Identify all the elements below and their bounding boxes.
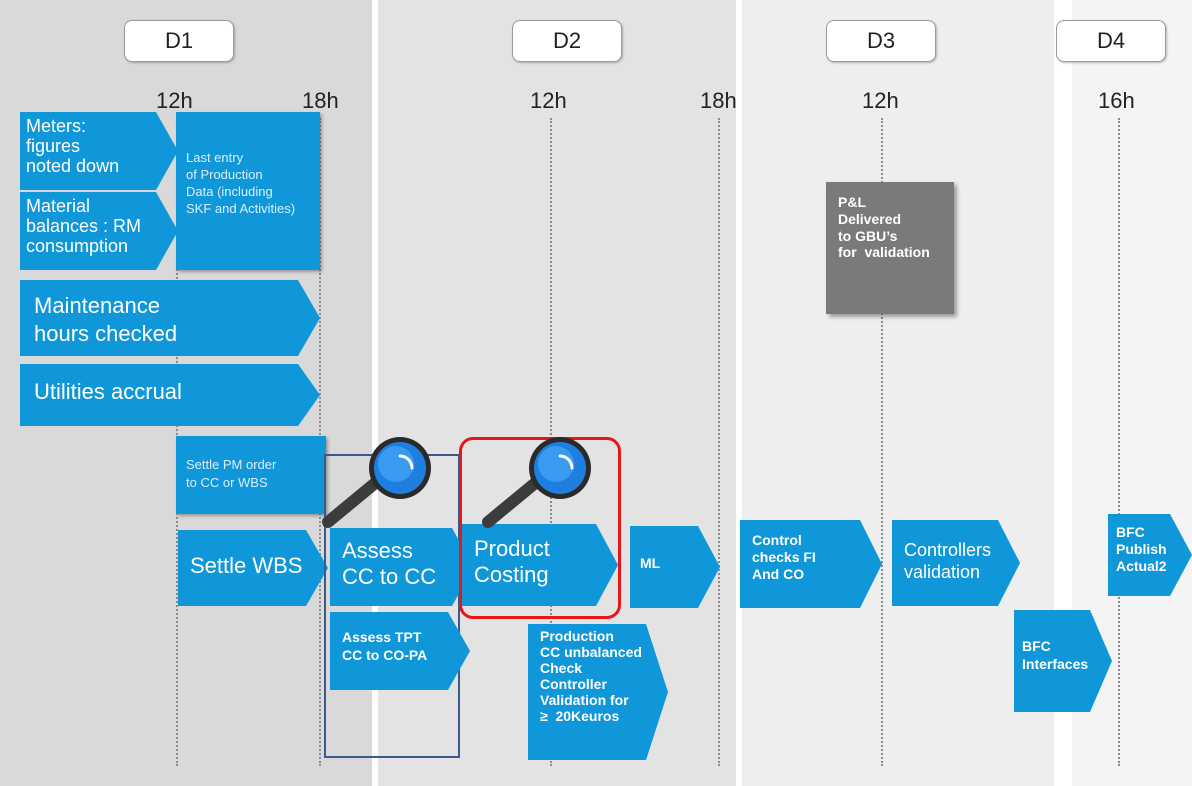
magnifier-icon bbox=[472, 436, 596, 536]
time-guide-line bbox=[718, 118, 720, 766]
day-band-d3 bbox=[742, 0, 1054, 786]
task-label: Last entry of Production Data (including… bbox=[186, 150, 296, 216]
task-label: P&L Delivered to GBU’s for validation bbox=[838, 194, 930, 261]
day-label: D2 bbox=[552, 28, 582, 53]
task-ml: ML bbox=[630, 526, 720, 608]
task-label: Meters: figures noted down bbox=[26, 116, 120, 177]
task-label: BFC Publish Actual2 bbox=[1116, 524, 1167, 574]
task-maintenance-hours: Maintenance hours checked bbox=[20, 280, 320, 356]
time-tick: 12h bbox=[156, 88, 193, 113]
task-label: Assess CC to CC bbox=[342, 538, 437, 590]
day-header-d2: D2 bbox=[512, 20, 622, 62]
task-label: Assess TPT CC to CO-PA bbox=[342, 629, 428, 664]
magnifier-icon bbox=[312, 436, 436, 536]
task-label: BFC Interfaces bbox=[1022, 638, 1089, 672]
time-tick: 18h bbox=[302, 88, 339, 113]
task-controllers-validation: Controllers validation bbox=[892, 520, 1020, 606]
task-label: Settle PM order to CC or WBS bbox=[186, 457, 277, 490]
task-last-entry-production: Last entry of Production Data (including… bbox=[176, 112, 320, 270]
task-product-costing: Product Costing bbox=[462, 524, 618, 606]
task-utilities-accrual: Utilities accrual bbox=[20, 364, 320, 426]
day-header-d3: D3 bbox=[826, 20, 936, 62]
time-guide-line bbox=[881, 118, 883, 766]
time-tick: 12h bbox=[862, 88, 899, 113]
time-tick: 12h bbox=[530, 88, 567, 113]
task-label: Utilities accrual bbox=[34, 379, 182, 404]
highlight-box bbox=[459, 437, 621, 619]
task-label: Control checks FI And CO bbox=[752, 532, 816, 582]
time-tick: 18h bbox=[700, 88, 737, 113]
day-header-d1: D1 bbox=[124, 20, 234, 62]
day-label: D3 bbox=[866, 28, 896, 53]
task-pl-delivered: P&L Delivered to GBU’s for validation bbox=[826, 182, 954, 314]
task-assess-tpt: Assess TPT CC to CO-PA bbox=[330, 612, 470, 690]
task-label: ML bbox=[640, 555, 661, 571]
task-meters: Meters: figures noted down bbox=[20, 112, 178, 190]
task-settle-pm-order: Settle PM order to CC or WBS bbox=[176, 436, 326, 514]
task-assess-cc-to-cc: Assess CC to CC bbox=[330, 528, 474, 606]
task-bfc-interfaces: BFC Interfaces bbox=[1014, 610, 1112, 712]
task-label: Production CC unbalanced Check Controlle… bbox=[540, 628, 642, 725]
day-label: D1 bbox=[164, 28, 194, 53]
task-label: Settle WBS bbox=[190, 553, 303, 578]
task-settle-wbs: Settle WBS bbox=[178, 530, 328, 606]
task-label: Controllers validation bbox=[904, 540, 992, 582]
task-control-checks: Control checks FI And CO bbox=[740, 520, 882, 608]
task-material-balances: Material balances : RM consumption bbox=[20, 192, 178, 270]
day-header-d4: D4 bbox=[1056, 20, 1166, 62]
task-label: Material balances : RM consumption bbox=[26, 196, 142, 257]
time-tick: 16h bbox=[1098, 88, 1135, 113]
task-label: Product Costing bbox=[474, 536, 550, 588]
day-label: D4 bbox=[1096, 28, 1126, 53]
time-guide-line bbox=[1118, 118, 1120, 766]
task-production-cc-unbalanced: Production CC unbalanced Check Controlle… bbox=[528, 624, 668, 760]
task-label: Maintenance hours checked bbox=[34, 293, 178, 346]
